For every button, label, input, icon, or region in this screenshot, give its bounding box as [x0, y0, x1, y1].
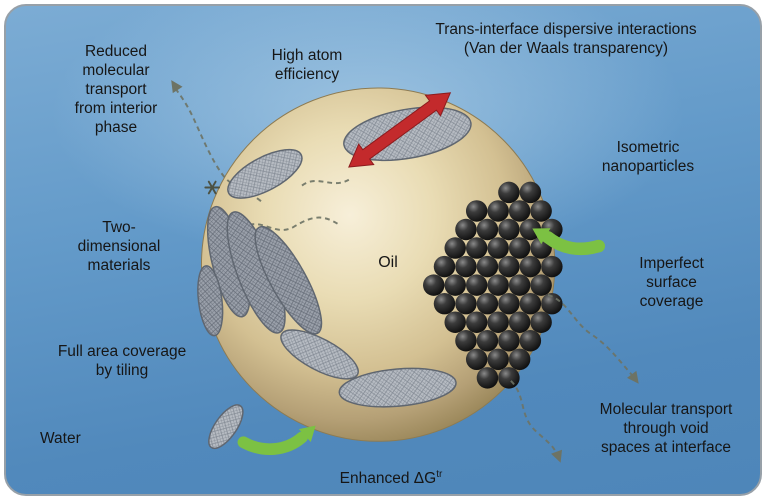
2d-material-sheet-in-water: [208, 404, 244, 450]
2d-material-sheet-lower-left: [280, 329, 359, 380]
void-transport-arrowhead-2: [551, 449, 562, 463]
label-isometric-nanoparticles: Isometric nanoparticles: [601, 139, 695, 175]
label-water: Water: [40, 430, 81, 447]
enhanced-free-energy-text: Enhanced ΔG: [339, 470, 437, 487]
enhanced-free-energy-superscript: tr: [436, 468, 443, 480]
2d-material-sheet-left-3: [254, 225, 323, 335]
label-imperfect-coverage: Imperfect surface coverage: [639, 255, 704, 310]
two-dimensional-sheets: [197, 106, 472, 450]
label-full-area-coverage: Full area coverage by tiling: [57, 343, 187, 379]
nanoparticle-adsorption-arrow: [532, 228, 606, 256]
interior-transport-paths: [174, 87, 350, 231]
void-transport-arrowhead-1: [627, 370, 639, 384]
2d-material-sheet-left-4: [197, 265, 224, 337]
blocked-transport-icon: [204, 180, 221, 195]
label-two-dimensional-materials: Two- dimensional materials: [77, 219, 161, 274]
label-trans-interface: Trans-interface dispersive interactions …: [435, 21, 697, 57]
2d-material-sheet-upper-left: [227, 148, 303, 199]
interior-wiggle-path-2: [301, 178, 350, 187]
label-high-atom-efficiency: High atom efficiency: [271, 47, 343, 83]
exterior-transport-paths: [510, 293, 633, 456]
water-background: Reduced molecular transport from interio…: [4, 4, 762, 496]
label-oil: Oil: [378, 254, 398, 271]
sheet-adsorption-arrow: [237, 425, 316, 456]
2d-material-sheet-bottom: [338, 367, 457, 408]
blocked-transport-path: [174, 87, 262, 202]
van-der-waals-arrow: [348, 92, 452, 168]
void-transport-path-1: [547, 293, 633, 376]
emulsion-diagram: [171, 80, 639, 463]
label-enhanced-free-energy: Enhanced ΔGtr: [301, 450, 481, 488]
label-molecular-transport: Molecular transport through void spaces …: [599, 401, 733, 456]
void-transport-path-2: [510, 380, 558, 456]
label-reduced-transport: Reduced molecular transport from interio…: [74, 43, 158, 136]
blocked-transport-arrowhead: [171, 80, 183, 94]
interior-wiggle-path-1: [240, 216, 340, 231]
